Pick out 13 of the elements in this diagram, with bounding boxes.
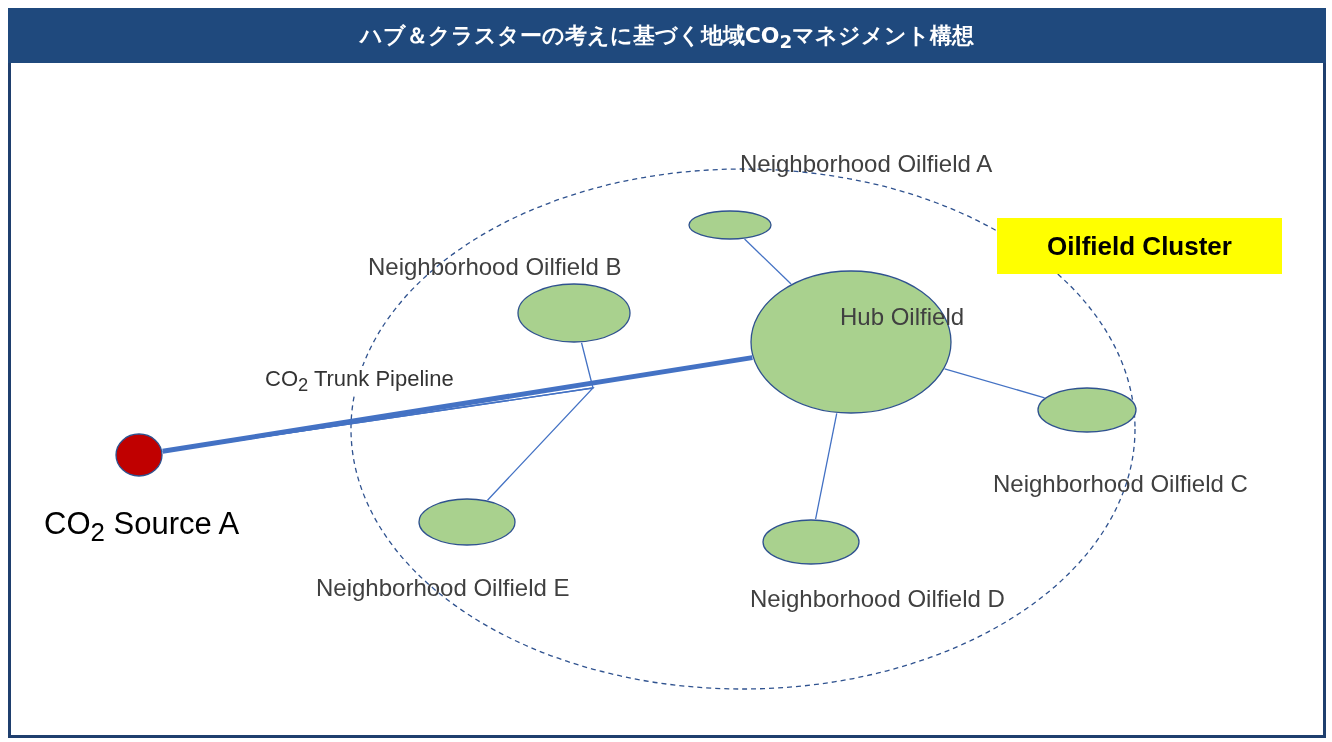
branch-pipeline	[944, 368, 1046, 399]
oilfield-label: Neighborhood Oilfield E	[316, 574, 570, 602]
branch-pipeline	[743, 238, 792, 285]
oilfield-label: Neighborhood Oilfield C	[993, 470, 1248, 498]
source-label: CO$_{2}$ Source A	[44, 506, 240, 548]
trunk-pipeline	[162, 355, 753, 454]
cluster-label: Oilfield Cluster	[997, 218, 1282, 274]
branch-pipeline	[162, 387, 595, 501]
oilfield-label: Neighborhood Oilfield B	[368, 253, 622, 281]
title: ハブ＆クラスターの考えに基づく地域CO$_{2}$マネジメント構想	[8, 8, 1326, 63]
oilfield-label: Neighborhood Oilfield D	[750, 585, 1005, 613]
branch-pipeline	[814, 412, 838, 520]
oilfield-label: Neighborhood Oilfield A	[740, 150, 993, 178]
